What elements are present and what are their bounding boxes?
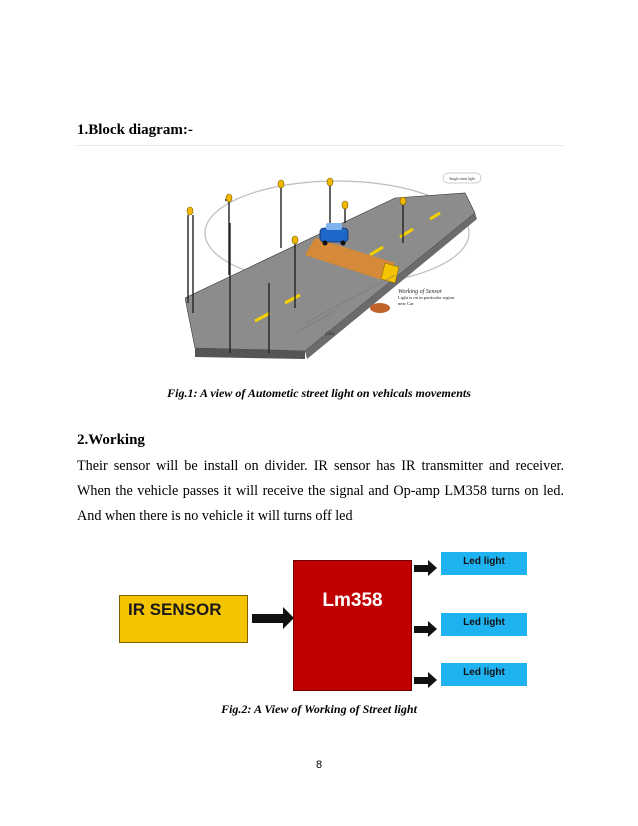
working-paragraph: Their sensor will be install on divider.…: [77, 458, 564, 524]
ir-sensor-block: IR SENSOR: [119, 595, 248, 643]
led-light-box-2: [441, 613, 527, 636]
street-light-illustration: Single street light Working of Sensor Li…: [185, 172, 482, 359]
page-number: 8: [315, 759, 323, 771]
car-icon: [319, 223, 349, 246]
arrow-to-led-2-head: [428, 621, 437, 637]
distance-label: 15m: [325, 332, 334, 337]
callout-single-street-light: Single street light: [449, 177, 474, 181]
road-edge: [195, 348, 305, 359]
sensor-beam: [305, 238, 395, 281]
led-light-box-3: [441, 663, 527, 686]
led-light-label-2: Led light: [463, 617, 505, 628]
lm358-label: Lm358: [322, 590, 383, 611]
lamp-heads: [186, 177, 407, 245]
lm358-block: Lm358: [293, 560, 412, 691]
block-diagram: IR SENSOR Lm358 Led light Led light Led …: [118, 552, 530, 691]
arrow-to-led-3-head: [428, 672, 437, 688]
arrow-to-led-1-head: [428, 560, 437, 576]
heading-divider: [77, 145, 564, 146]
led-light-box-1: [441, 552, 527, 575]
led-light-label-3: Led light: [463, 667, 505, 678]
section-heading-block-diagram: 1.Block diagram:-: [77, 122, 193, 138]
led-light-label-1: Led light: [463, 556, 505, 567]
street-light-poles: [187, 185, 404, 353]
sensor-label-title: Working of Sensor: [398, 288, 443, 295]
arrow-to-led-2: [414, 626, 430, 633]
section-heading-working: 2.Working: [77, 432, 145, 448]
sensor-spot: [370, 303, 390, 313]
arrow-ir-to-lm358: [252, 614, 286, 623]
arrow-to-led-1: [414, 565, 430, 572]
ir-sensor-label: IR SENSOR: [128, 600, 222, 619]
figure-1-caption: Fig.1: A view of Autometic street light …: [167, 386, 471, 400]
arrow-ir-to-lm358-head: [283, 607, 294, 629]
lane-markings: [254, 211, 441, 323]
road-side: [305, 213, 477, 359]
arrow-to-led-3: [414, 677, 430, 684]
figure-2-caption: Fig.2: A View of Working of Street light: [221, 702, 417, 716]
sensor-box: [380, 262, 400, 284]
sensor-label-body: Light is on in particular region near Ca…: [398, 295, 455, 306]
